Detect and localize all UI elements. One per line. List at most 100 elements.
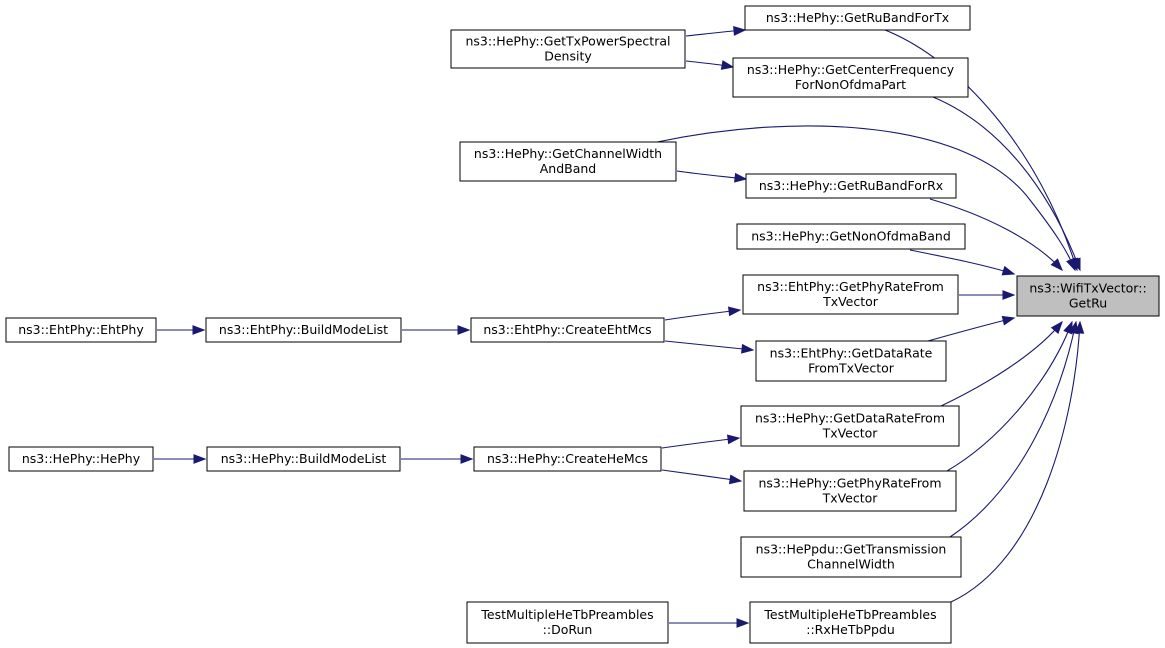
node-box bbox=[736, 223, 966, 250]
node-ehtphyctor[interactable]: ns3::EhtPhy::EhtPhy bbox=[5, 317, 157, 343]
edge-arrowhead bbox=[457, 325, 471, 335]
node-nonofdma[interactable]: ns3::HePhy::GetNonOfdmaBand bbox=[736, 223, 966, 250]
edge-nonofdma-to-getru bbox=[909, 249, 1016, 276]
edge-heppdu-to-getru bbox=[949, 320, 1079, 538]
edge-line bbox=[950, 321, 1081, 603]
node-box bbox=[740, 405, 960, 447]
node-label: ns3::HePpdu::GetTransmission bbox=[756, 542, 947, 557]
node-rubandtx[interactable]: ns3::HePhy::GetRuBandForTx bbox=[744, 5, 971, 31]
node-label: ns3::HePhy::GetChannelWidth bbox=[474, 146, 662, 161]
node-label: GetRu bbox=[1069, 296, 1107, 311]
node-box bbox=[744, 5, 971, 31]
edge-arrowhead bbox=[1002, 290, 1016, 300]
node-label: AndBand bbox=[540, 161, 597, 176]
node-box bbox=[5, 317, 157, 343]
edge-line bbox=[940, 321, 1063, 407]
node-rubandrx[interactable]: ns3::HePhy::GetRuBandForRx bbox=[745, 173, 957, 199]
edge-line bbox=[909, 249, 1015, 275]
node-label: ns3::HePhy::BuildModeList bbox=[221, 451, 387, 466]
node-getru[interactable]: ns3::WifiTxVector::GetRu bbox=[1016, 275, 1160, 317]
node-label: ns3::HePhy::CreateHeMcs bbox=[487, 451, 648, 466]
edge-ehtdatarate-to-getru bbox=[927, 315, 1016, 342]
edge-arrowhead bbox=[1001, 265, 1016, 276]
node-testrx[interactable]: TestMultipleHeTbPreambles::RxHeTbPpdu bbox=[749, 601, 952, 644]
node-label: TxVector bbox=[822, 491, 879, 506]
node-label: ForNonOfdmaPart bbox=[795, 77, 906, 92]
node-label: ns3::HePhy::HePhy bbox=[22, 451, 141, 466]
edge-line bbox=[656, 125, 1076, 271]
node-box bbox=[755, 340, 947, 382]
edge-ehtphyctor-to-ehtbuild bbox=[157, 325, 206, 335]
edge-line bbox=[949, 321, 1077, 538]
node-box bbox=[8, 446, 154, 472]
edge-chanwidth-to-rubandrx bbox=[676, 170, 748, 183]
node-label: ns3::EhtPhy::EhtPhy bbox=[18, 322, 144, 337]
node-hephyctor[interactable]: ns3::HePhy::HePhy bbox=[8, 446, 154, 472]
edge-arrowhead bbox=[736, 618, 750, 628]
edge-arrowhead bbox=[720, 60, 735, 70]
edge-arrowhead bbox=[460, 454, 474, 464]
edge-arrowhead bbox=[192, 325, 206, 335]
edge-hemcs-to-hephyrate bbox=[661, 469, 743, 485]
edge-arrowhead bbox=[1074, 320, 1085, 334]
edge-hebuild-to-hemcs bbox=[401, 454, 474, 464]
nodes-layer: ns3::WifiTxVector::GetRu ns3::HePhy::GetR… bbox=[5, 5, 1160, 644]
edge-hemcs-to-hedatarate bbox=[661, 434, 741, 449]
edge-ehtmcs-to-ehtphyrate bbox=[664, 306, 742, 321]
node-box bbox=[473, 446, 662, 472]
edge-arrowhead bbox=[1050, 320, 1063, 334]
edge-txpsd-to-centerfreq bbox=[685, 60, 735, 70]
node-label: ns3::HePhy::GetRuBandForTx bbox=[766, 10, 949, 25]
edge-arrowhead bbox=[726, 434, 741, 445]
node-hemcs[interactable]: ns3::HePhy::CreateHeMcs bbox=[473, 446, 662, 472]
node-label: ns3::HePhy::GetTxPowerSpectral bbox=[466, 34, 671, 49]
node-label: ::RxHeTbPpdu bbox=[806, 622, 895, 637]
node-label: ns3::EhtPhy::BuildModeList bbox=[219, 322, 388, 337]
edge-chanwidth-to-getru bbox=[656, 125, 1076, 272]
node-centerfreq[interactable]: ns3::HePhy::GetCenterFrequencyForNonOfdm… bbox=[732, 57, 969, 98]
node-label: TestMultipleHeTbPreambles bbox=[763, 607, 936, 622]
node-box bbox=[450, 29, 686, 69]
node-label: ns3::HePhy::GetNonOfdmaBand bbox=[751, 229, 951, 244]
node-label: ::DoRun bbox=[543, 622, 593, 637]
edge-line bbox=[661, 437, 740, 449]
node-label: ns3::HePhy::GetRuBandForRx bbox=[759, 178, 943, 193]
edge-line bbox=[661, 469, 742, 482]
node-label: TxVector bbox=[822, 426, 879, 441]
edge-ehtbuild-to-ehtmcs bbox=[402, 325, 471, 335]
edge-arrowhead bbox=[727, 306, 742, 317]
node-label: TestMultipleHeTbPreambles bbox=[480, 607, 653, 622]
edge-ehtphyrate-to-getru bbox=[959, 290, 1016, 300]
node-box bbox=[740, 536, 962, 578]
node-label: ChannelWidth bbox=[807, 557, 895, 572]
edge-arrowhead bbox=[1050, 258, 1063, 272]
node-box bbox=[743, 470, 957, 512]
edge-rubandrx-to-getru bbox=[929, 198, 1063, 272]
node-label: ns3::HePhy::GetCenterFrequency bbox=[747, 62, 955, 77]
node-box bbox=[206, 446, 401, 472]
node-ehtbuild[interactable]: ns3::EhtPhy::BuildModeList bbox=[205, 317, 402, 343]
node-hebuild[interactable]: ns3::HePhy::BuildModeList bbox=[206, 446, 401, 472]
node-label: ns3::WifiTxVector:: bbox=[1029, 281, 1146, 296]
edge-arrowhead bbox=[1066, 257, 1076, 272]
edge-hedatarate-to-getru bbox=[940, 320, 1063, 407]
node-label: ns3::HePhy::GetPhyRateFrom bbox=[758, 476, 941, 491]
node-testdorun[interactable]: TestMultipleHeTbPreambles::DoRun bbox=[466, 601, 669, 644]
node-box bbox=[732, 57, 969, 98]
edge-ehtmcs-to-ehtdatarate bbox=[664, 340, 755, 354]
node-ehtmcs[interactable]: ns3::EhtPhy::CreateEhtMcs bbox=[470, 317, 665, 343]
edge-txpsd-to-rubandtx bbox=[685, 26, 747, 37]
node-box bbox=[459, 141, 677, 182]
node-box bbox=[749, 601, 952, 644]
edge-line bbox=[664, 340, 754, 351]
edge-arrowhead bbox=[1001, 315, 1016, 326]
edge-arrowhead bbox=[734, 172, 748, 183]
